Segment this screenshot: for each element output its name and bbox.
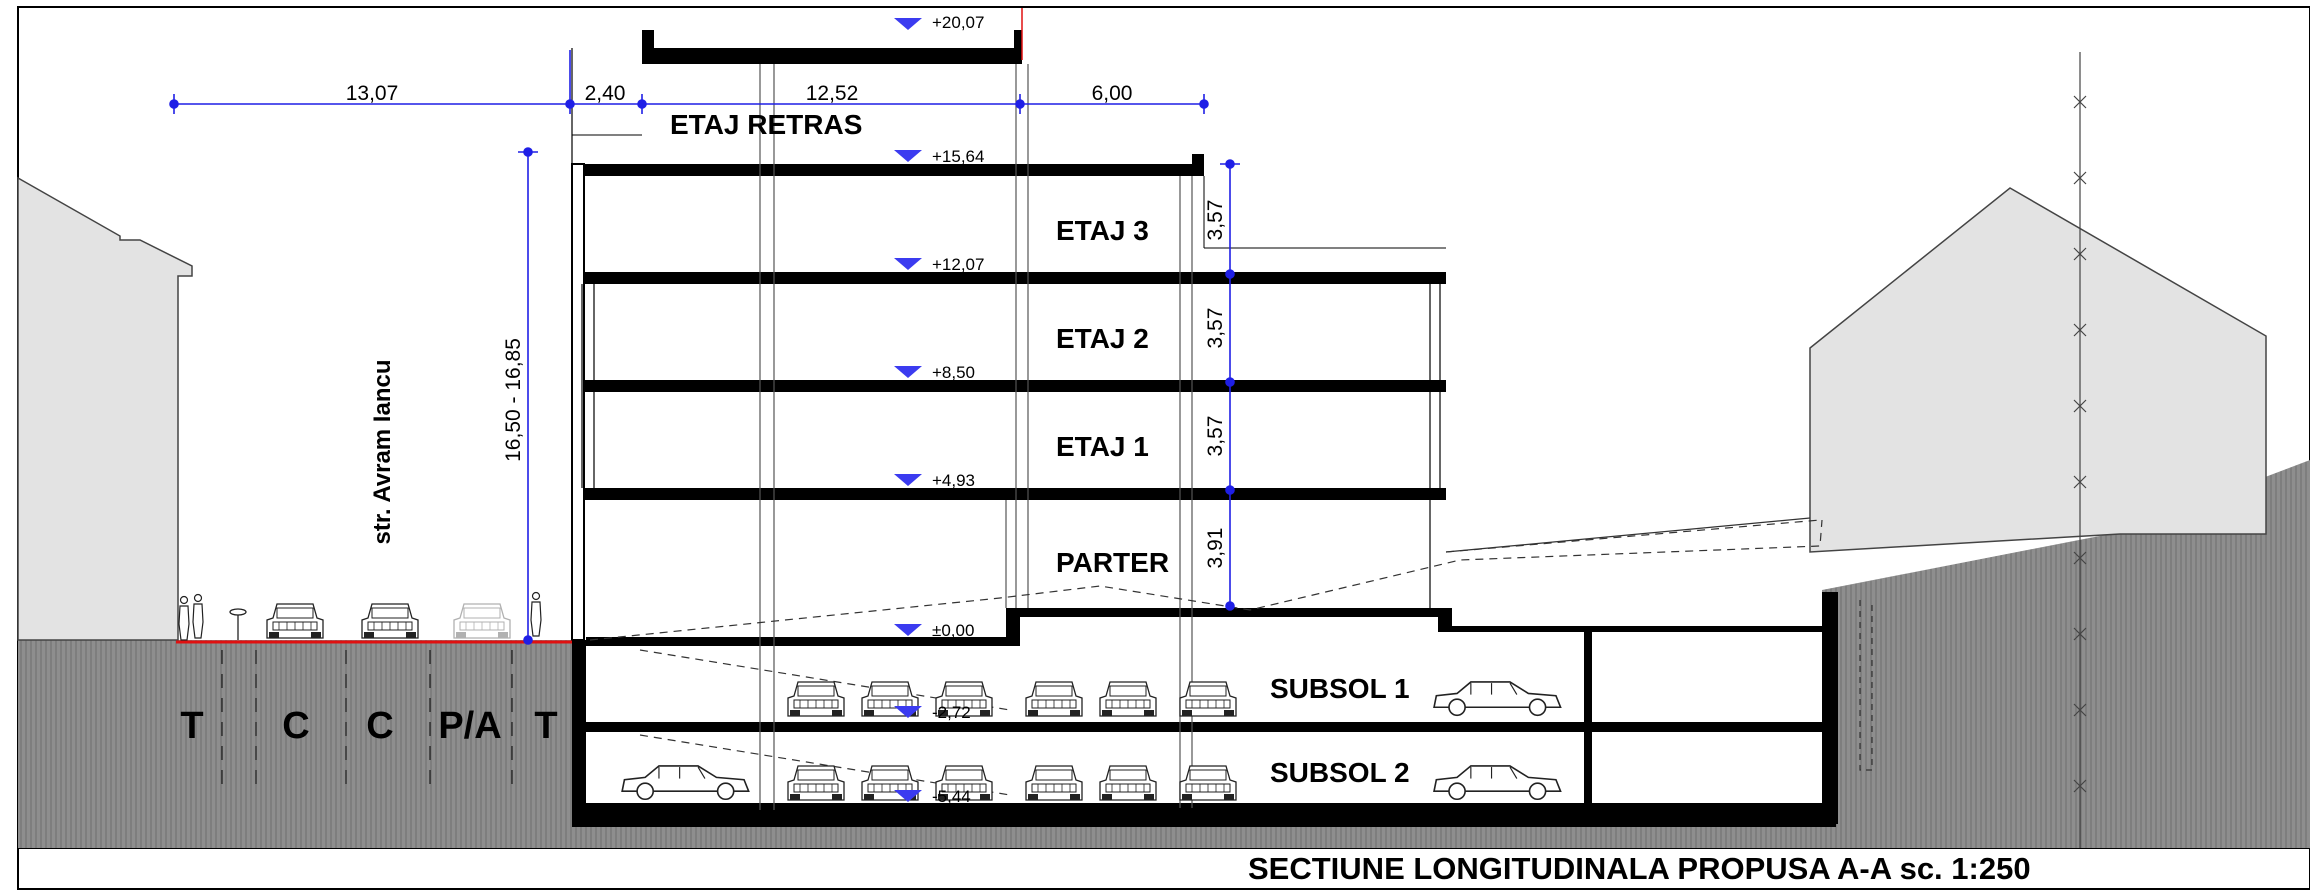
axis-line [2073,52,2087,848]
level-0-00: ±0,00 [932,621,974,640]
level-minus-5-44: -5,44 [932,787,971,806]
height-dimension: 16,50 - 16,85 [502,338,525,462]
drawing-title: SECTIUNE LONGITUDINALA PROPUSA A-A sc. 1… [1248,851,2031,886]
floor-label-etaj-1: ETAJ 1 [1056,431,1149,462]
floor-height-etaj-1: 3,57 [1204,416,1227,457]
floor-label-etaj-3: ETAJ 3 [1056,215,1149,246]
floor-height-parter: 3,91 [1204,528,1227,569]
level-20-07: +20,07 [932,13,984,32]
dim-2-40: 2,40 [585,82,626,105]
floor-label-parter: PARTER [1056,547,1169,578]
dim-12-52: 12,52 [806,82,859,105]
neighbour-building-right [1809,187,2267,553]
level-minus-2-72: -2,72 [932,703,971,722]
floor-label-etaj-retras: ETAJ RETRAS [670,109,862,140]
level-4-93: +4,93 [932,471,975,490]
level-15-64: +15,64 [932,147,984,166]
floor-height-etaj-2: 3,57 [1204,308,1227,349]
level-12-07: +12,07 [932,255,984,274]
lane-label-t-right: T [534,705,557,747]
lane-label-p-a: P/A [438,705,501,747]
lane-label-c-2: C [366,705,393,747]
floor-label-subsol-2: SUBSOL 2 [1270,757,1410,788]
dimension-lines [169,50,1240,645]
level-8-50: +8,50 [932,363,975,382]
lane-label-t-left: T [180,705,203,747]
lane-label-c-1: C [282,705,309,747]
building-section [571,8,1873,827]
dim-13-07: 13,07 [346,82,399,105]
floor-height-etaj-3: 3,57 [1204,200,1227,241]
dim-6-00: 6,00 [1092,82,1133,105]
neighbour-building-left [17,176,193,641]
floor-label-etaj-2: ETAJ 2 [1056,323,1149,354]
street-name: str. Avram Iancu [369,360,396,545]
floor-label-subsol-1: SUBSOL 1 [1270,673,1410,704]
